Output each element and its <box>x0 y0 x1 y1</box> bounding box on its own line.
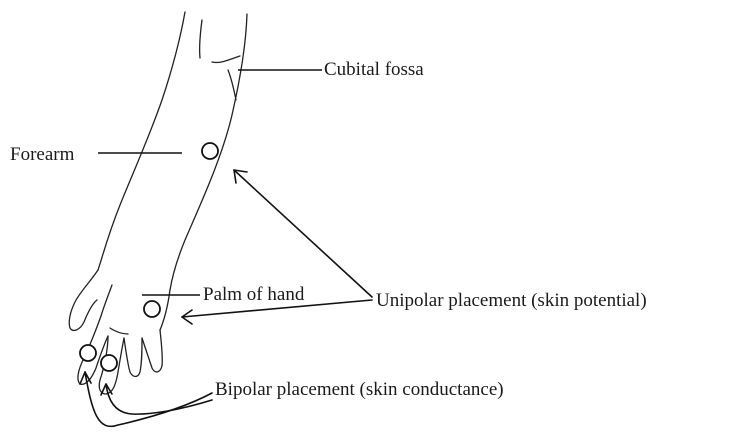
cubital-fossa-label: Cubital fossa <box>324 60 424 79</box>
unipolar-placement-label: Unipolar placement (skin potential) <box>376 291 647 310</box>
electrodes <box>80 143 218 371</box>
bipolar-arrow-outer <box>85 372 212 426</box>
finger-electrode-1 <box>80 345 96 361</box>
forearm-electrode <box>202 143 218 159</box>
bipolar-placement-label: Bipolar placement (skin conductance) <box>215 380 504 399</box>
finger-electrode-2 <box>101 355 117 371</box>
bipolar-arrow-inner <box>106 384 212 414</box>
forearm-label: Forearm <box>10 145 74 164</box>
arm-outline <box>98 12 247 290</box>
palm-of-hand-label: Palm of hand <box>203 285 304 304</box>
unipolar-arrow-forearm <box>234 170 372 297</box>
palm-electrode <box>144 301 160 317</box>
